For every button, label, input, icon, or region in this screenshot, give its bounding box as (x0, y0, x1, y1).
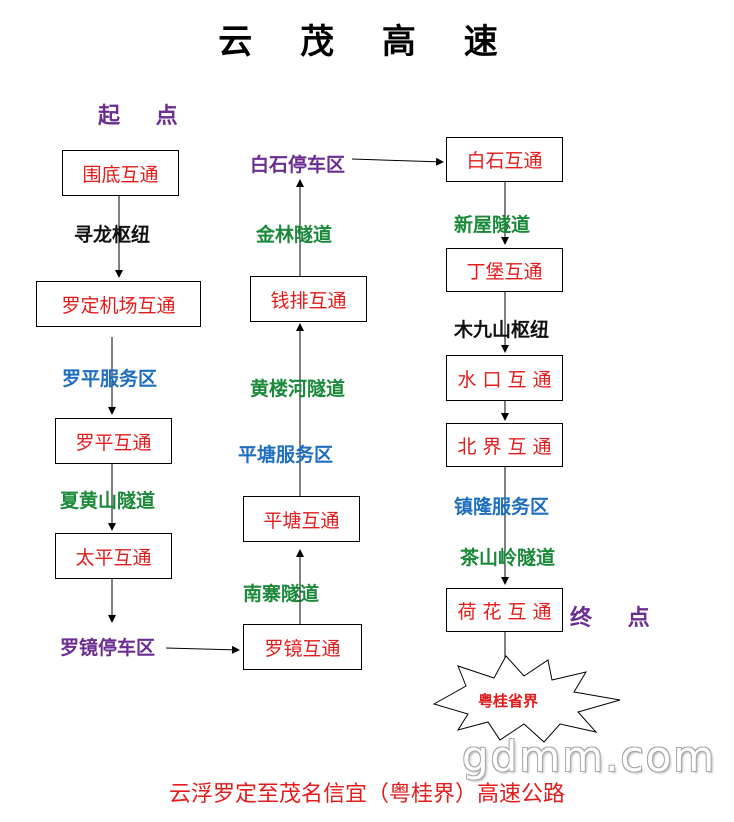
node-weidi-interchange: 围底互通 (62, 150, 179, 196)
label-jinlin-tunnel: 金林隧道 (256, 224, 333, 246)
province-border-burst (432, 655, 621, 743)
node-pingtang-interchange: 平塘互通 (243, 496, 360, 542)
node-baishi-interchange: 白石互通 (446, 137, 563, 182)
node-luoping-interchange: 罗平互通 (55, 418, 172, 464)
label-luoping-service-area: 罗平服务区 (62, 368, 158, 390)
node-luoding-airport-interchange: 罗定机场互通 (36, 281, 201, 327)
province-border-label: 粤桂省界 (477, 692, 538, 710)
node-taiping-interchange: 太平互通 (55, 533, 172, 579)
label-xiahuangshan-tunnel: 夏黄山隧道 (60, 490, 156, 512)
start-label: 起 点 (98, 104, 192, 129)
footer-caption: 云浮罗定至茂名信宜（粤桂界）高速公路 (168, 782, 565, 807)
label-huanglouhe-tunnel: 黄楼河隧道 (250, 378, 346, 400)
node-luojing-interchange: 罗镜互通 (243, 624, 362, 670)
label-pingtang-service-area: 平塘服务区 (238, 444, 334, 466)
label-xunlong-hub: 寻龙枢纽 (74, 224, 151, 246)
label-chashanling-tunnel: 茶山岭隧道 (460, 547, 556, 569)
end-label: 终 点 (570, 606, 664, 631)
label-baishi-rest-area: 白石停车区 (250, 154, 346, 176)
label-xinwu-tunnel: 新屋隧道 (454, 214, 531, 236)
label-mujiushan-hub: 木九山枢纽 (454, 319, 550, 341)
node-hehua-interchange: 荷 花 互 通 (446, 588, 563, 632)
label-nanzhai-tunnel: 南寨隧道 (243, 583, 320, 605)
node-qianpai-interchange: 钱排互通 (250, 276, 367, 322)
watermark: gdmm.com (462, 732, 717, 781)
node-shuikou-interchange: 水 口 互 通 (446, 355, 563, 401)
arrow-c1-c2 (165, 645, 240, 654)
label-zhenlong-service-area: 镇隆服务区 (454, 496, 550, 518)
node-beijie-interchange: 北 界 互 通 (446, 423, 563, 467)
label-luojing-rest-area: 罗镜停车区 (60, 637, 156, 659)
node-dingbao-interchange: 丁堡互通 (446, 248, 563, 292)
arrow-c2-c3 (351, 157, 444, 166)
diagram-title: 云 茂 高 速 (218, 22, 516, 62)
